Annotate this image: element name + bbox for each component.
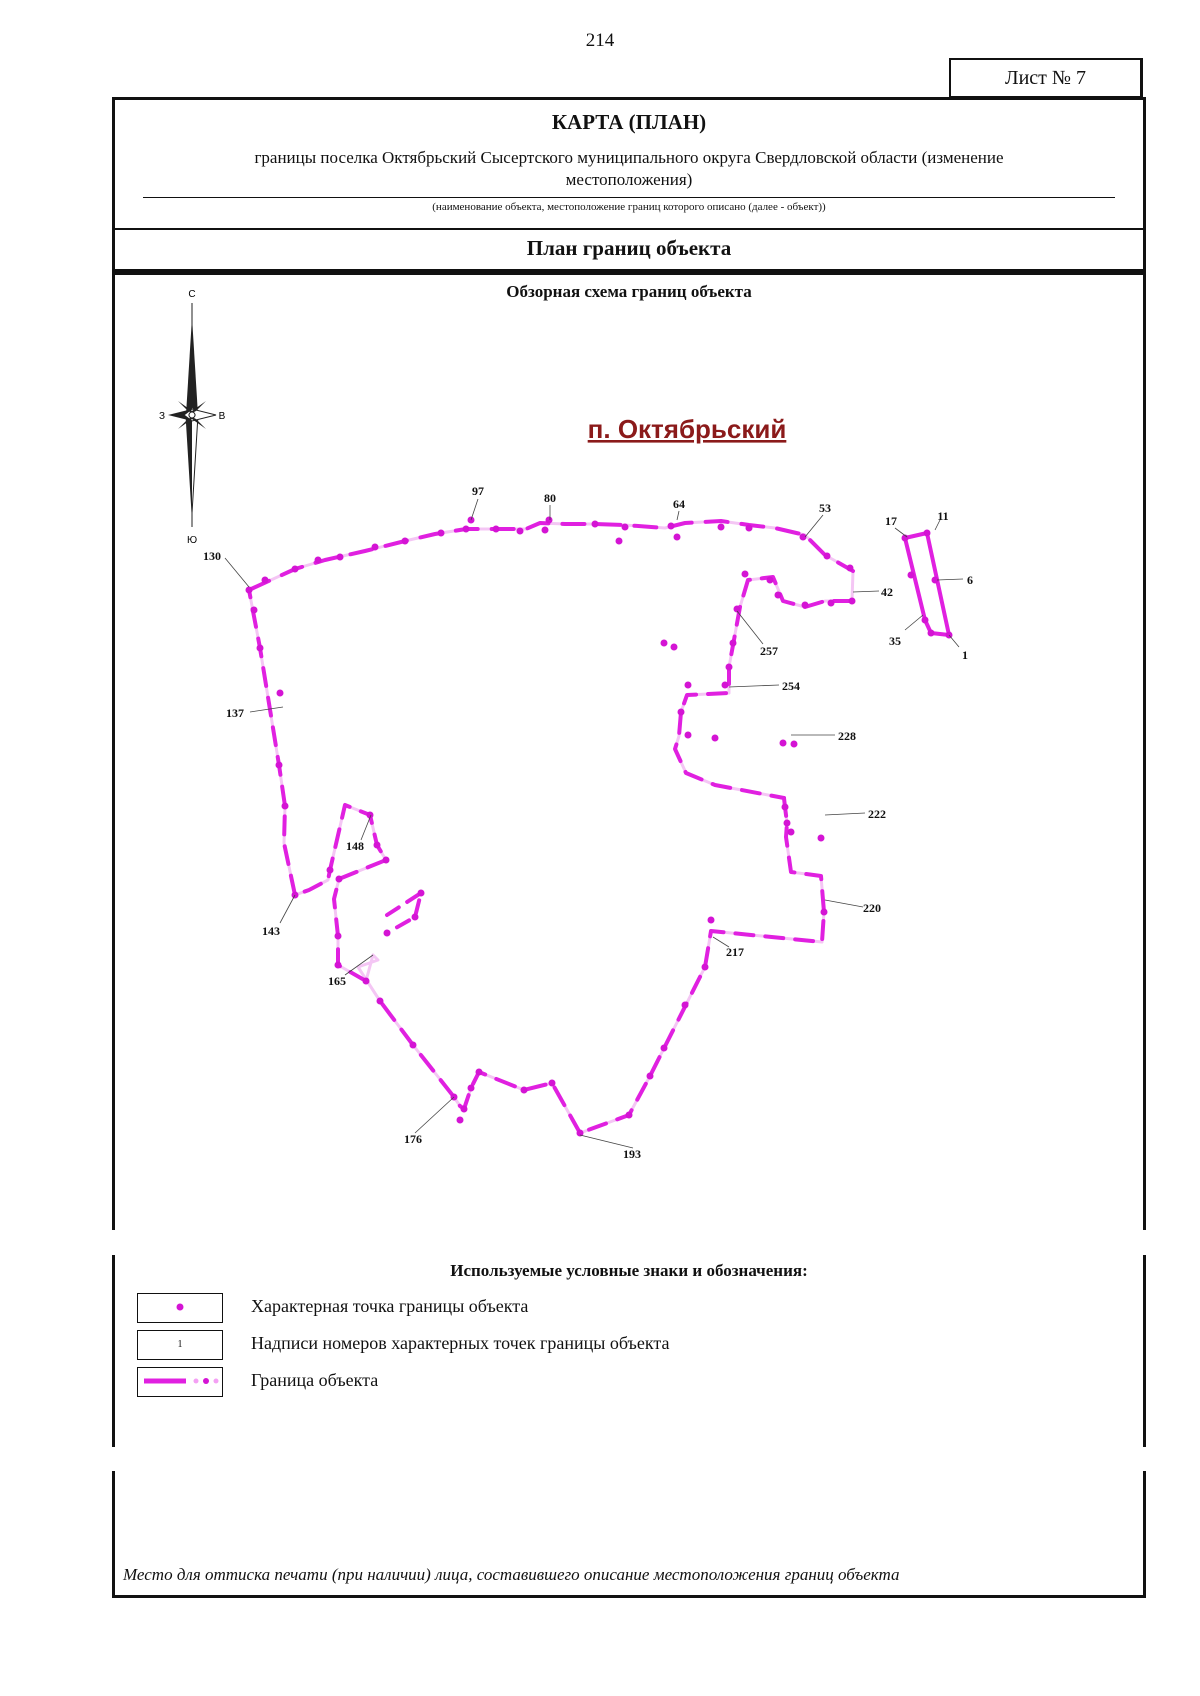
point-label-97: 97 — [472, 484, 484, 498]
point-label-254: 254 — [782, 679, 800, 693]
point-label-130: 130 — [203, 549, 221, 563]
sheet-number-box: Лист № 7 — [949, 58, 1143, 98]
point-symbol-icon — [176, 1303, 184, 1311]
point-label-222: 222 — [868, 807, 886, 821]
map-subtitle: Обзорная схема границ объекта — [506, 282, 752, 301]
point-label-143: 143 — [262, 924, 280, 938]
point-label-257: 257 — [760, 644, 778, 658]
page-number: 214 — [585, 30, 615, 51]
legend-sample-boundary — [137, 1367, 223, 1397]
boundary-map: С Ю З В п. Октябрьский — [159, 289, 973, 1161]
point-label-53: 53 — [819, 501, 831, 515]
map-title: КАРТА (ПЛАН) — [551, 110, 707, 134]
object-name-underline — [143, 197, 1115, 198]
point-label-217: 217 — [726, 945, 744, 959]
boundary-line — [247, 519, 951, 1135]
map-frame: Обзорная схема границ объекта С Ю З В п.… — [112, 272, 1146, 1230]
point-label-137: 137 — [226, 706, 244, 720]
compass-south-label: Ю — [187, 535, 197, 546]
point-number-labels: 97 80 64 53 17 11 6 130 42 35 1 257 254 … — [203, 484, 973, 1161]
compass-rose-icon: С Ю З В — [159, 289, 226, 546]
point-label-1: 1 — [962, 648, 968, 662]
point-label-6: 6 — [967, 573, 973, 587]
legend-sample-point — [137, 1293, 223, 1323]
compass-north-label: С — [188, 289, 195, 300]
settlement-label: п. Октябрьский — [588, 414, 787, 444]
object-name-line-1: границы поселка Октябрьский Сысертского … — [254, 148, 1004, 167]
point-label-80: 80 — [544, 491, 556, 505]
point-label-35: 35 — [889, 634, 901, 648]
compass-west-label: З — [159, 411, 165, 422]
point-label-220: 220 — [863, 901, 881, 915]
plan-title: План границ объекта — [526, 236, 732, 260]
header-frame: КАРТА (ПЛАН) границы поселка Октябрьский… — [112, 97, 1146, 272]
boundary-points — [245, 516, 953, 1137]
legend-label-point: Характерная точка границы объекта — [251, 1296, 529, 1316]
compass-east-label: В — [219, 411, 226, 422]
point-label-193: 193 — [623, 1147, 641, 1161]
stamp-note: Место для оттиска печати (при наличии) л… — [123, 1565, 900, 1584]
legend-sample-number: 1 — [137, 1330, 223, 1360]
point-label-42: 42 — [881, 585, 893, 599]
object-name: границы поселка Октябрьский Сысертского … — [175, 147, 1083, 191]
legend-title: Используемые условные знаки и обозначени… — [450, 1261, 808, 1280]
legend-label-boundary: Граница объекта — [251, 1370, 379, 1390]
header-divider — [115, 228, 1143, 230]
boundary-line-icon — [144, 1378, 219, 1384]
stamp-frame: Место для оттиска печати (при наличии) л… — [112, 1471, 1146, 1598]
point-label-11: 11 — [937, 509, 948, 523]
point-label-228: 228 — [838, 729, 856, 743]
object-name-caption: (наименование объекта, местоположение гр… — [432, 201, 826, 213]
legend-label-number: Надписи номеров характерных точек границ… — [251, 1333, 670, 1353]
leader-lines — [224, 498, 964, 1149]
point-label-165: 165 — [328, 974, 346, 988]
legend-frame: Используемые условные знаки и обозначени… — [112, 1255, 1146, 1447]
point-label-64: 64 — [673, 497, 685, 511]
sheet-label: Лист № 7 — [1005, 66, 1086, 89]
object-name-line-2: местоположения) — [565, 170, 693, 189]
point-label-176: 176 — [404, 1132, 422, 1146]
point-label-17: 17 — [885, 514, 897, 528]
point-label-148: 148 — [346, 839, 364, 853]
